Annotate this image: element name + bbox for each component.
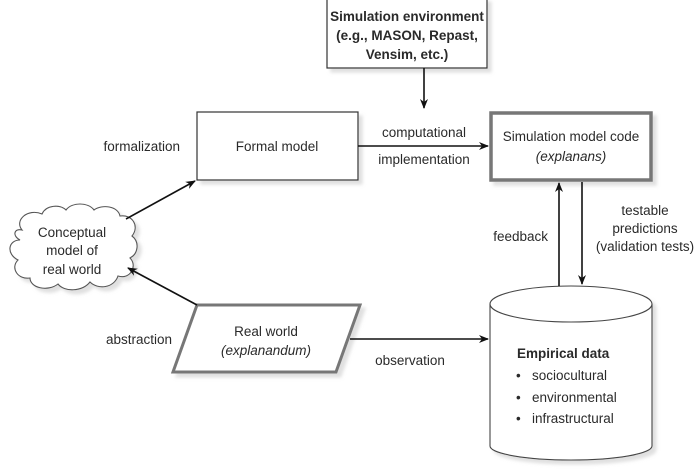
arrow-conceptual-to-formal [125, 180, 196, 220]
empirical-item-1: sociocultural [532, 368, 607, 383]
real-world-title: Real world [234, 324, 298, 339]
sim-code-box [489, 111, 653, 182]
label-validation-tests: (validation tests) [596, 239, 694, 254]
sim-code-node: Simulation model code (explanans) [489, 111, 653, 182]
label-formalization: formalization [103, 139, 180, 154]
cylinder-top [489, 285, 653, 323]
label-observation: observation [375, 353, 445, 368]
formal-model-label: Formal model [236, 139, 319, 154]
conceptual-model-node: Conceptual model of real world [9, 203, 138, 291]
empirical-item-2: environmental [532, 390, 617, 405]
empirical-title: Empirical data [517, 346, 610, 361]
sim-environment-line-2: (e.g., MASON, Repast, [336, 28, 478, 43]
bullet-2: • [516, 390, 521, 405]
real-world-subtitle: (explanandum) [221, 343, 311, 358]
conceptual-line-2: model of [46, 243, 98, 258]
real-world-node: Real world (explanandum) [170, 303, 363, 374]
arrow-realworld-to-conceptual [127, 267, 198, 306]
formal-model-node: Formal model [196, 111, 359, 181]
label-abstraction: abstraction [106, 332, 172, 347]
sim-environment-line-3: Vensim, etc.) [366, 47, 449, 62]
empirical-item-3: infrastructural [532, 411, 614, 426]
label-computational: computational [382, 125, 466, 140]
bullet-1: • [516, 368, 521, 383]
empirical-data-text: Empirical data • sociocultural • environ… [516, 346, 617, 426]
sim-code-title: Simulation model code [503, 129, 640, 144]
formal-model-box [196, 111, 359, 181]
label-testable: testable [621, 203, 668, 218]
conceptual-line-1: Conceptual [38, 225, 106, 240]
sim-code-subtitle: (explanans) [536, 149, 607, 164]
empirical-data-node [489, 285, 653, 461]
conceptual-line-3: real world [43, 262, 102, 277]
sim-environment-line-1: Simulation environment [330, 9, 484, 24]
label-implementation: implementation [378, 152, 470, 167]
sim-environment-node: Simulation environment (e.g., MASON, Rep… [326, 0, 488, 69]
label-predictions: predictions [612, 221, 678, 236]
sim-environment-box [326, 0, 488, 69]
label-feedback: feedback [493, 229, 548, 244]
bullet-3: • [516, 411, 521, 426]
real-world-shape [170, 303, 363, 374]
cylinder-body [489, 304, 653, 461]
